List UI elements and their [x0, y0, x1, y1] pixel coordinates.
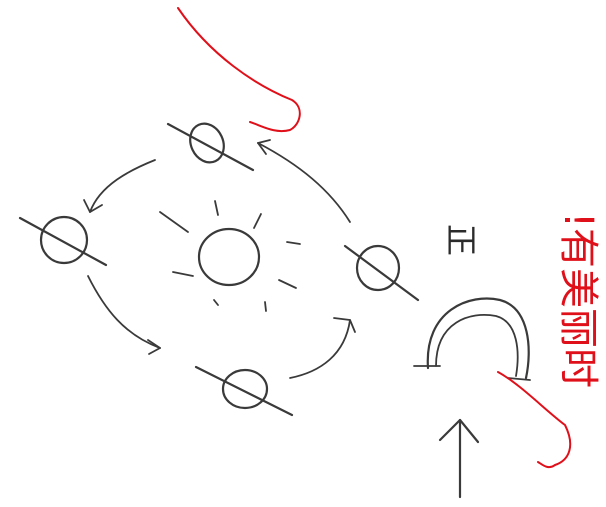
earth-right — [345, 246, 418, 300]
sun-ray — [265, 302, 266, 311]
earth-circle — [41, 217, 87, 263]
sun-ray — [254, 214, 261, 228]
orbit-arrows — [84, 140, 355, 378]
arrow-head — [334, 318, 355, 332]
earth-left — [20, 217, 106, 265]
earth-bottom — [196, 367, 292, 415]
sun-ray — [215, 201, 218, 215]
earth-top — [168, 118, 253, 170]
orbit-arrow-right-top — [258, 143, 350, 222]
earth-axis — [20, 218, 106, 265]
glyph-near-eye: 正 — [442, 224, 480, 256]
sun-ray — [214, 300, 218, 305]
arrow-head — [258, 140, 270, 143]
sun-ray — [173, 272, 193, 276]
orbit-arrow-bottom-right — [290, 320, 350, 378]
sun-ray — [287, 242, 300, 244]
dome-inner — [436, 315, 518, 376]
arrow-head — [148, 340, 160, 354]
orbit-arrow-left-top — [90, 160, 155, 212]
earth-axis — [345, 246, 418, 300]
red-line-top — [178, 8, 300, 131]
orbit-arrow-left-bottom — [88, 276, 160, 348]
sun-ray — [279, 280, 296, 288]
sun-drawing — [160, 201, 300, 311]
earth-circle — [357, 246, 399, 290]
red-caption: !有美丽时 — [555, 212, 601, 388]
sun-ray — [160, 212, 188, 232]
earth-circle — [223, 370, 267, 408]
earth-circle — [184, 118, 230, 168]
red-annotations: !有美丽时 — [178, 8, 601, 467]
sun-circle — [199, 229, 259, 285]
observer-group: 正 — [414, 224, 530, 497]
